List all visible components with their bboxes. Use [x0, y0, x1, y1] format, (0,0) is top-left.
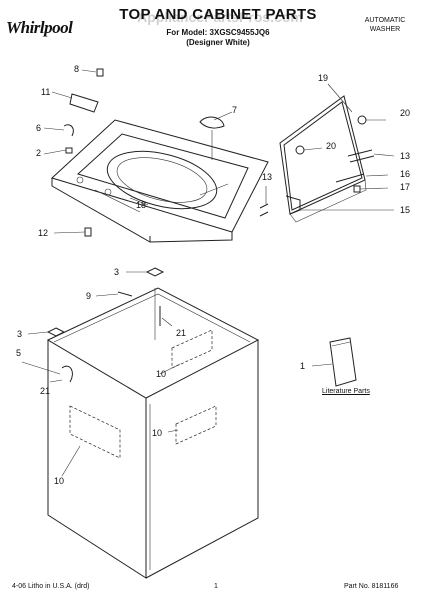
callout-20-left: 20	[326, 141, 337, 151]
callout-13-right: 13	[400, 151, 411, 161]
brand-logo: Whirlpool	[6, 18, 73, 37]
leader-lines	[21, 69, 395, 477]
product-type-line-2: WASHER	[369, 26, 401, 33]
callout-9: 9	[86, 291, 92, 301]
callout-6: 6	[36, 123, 42, 133]
washer-cabinet	[46, 287, 260, 579]
color-variant: (Designer White)	[186, 38, 250, 47]
product-type: AUTOMATIC WASHER	[350, 16, 420, 34]
callout-21-side: 21	[40, 386, 51, 396]
callout-2: 2	[36, 148, 42, 158]
literature-parts-label: Literature Parts	[322, 388, 370, 395]
callout-10-front: 10	[54, 476, 65, 486]
product-type-line-1: AUTOMATIC	[364, 17, 406, 24]
callout-17: 17	[400, 182, 411, 192]
hardware-parts	[46, 68, 375, 383]
callout-15: 15	[400, 205, 411, 215]
literature-booklet	[329, 337, 357, 387]
model-number: For Model: 3XGSC9455JQ6	[166, 28, 270, 37]
callout-7: 7	[232, 105, 238, 115]
footer-part-number: Part No. 8181166	[344, 583, 399, 590]
footer-page-number: 1	[214, 583, 218, 590]
insulation-pads	[69, 329, 217, 459]
washer-top-assembly	[51, 119, 269, 243]
washer-lid	[279, 95, 367, 223]
callout-3-top: 3	[114, 267, 120, 277]
callout-8: 8	[74, 64, 80, 74]
callout-5: 5	[16, 348, 22, 358]
callout-16: 16	[400, 169, 411, 179]
callout-18: 18	[136, 200, 147, 210]
callout-12: 12	[38, 228, 49, 238]
callout-1: 1	[300, 361, 306, 371]
callout-20-right: 20	[400, 108, 411, 118]
footer-litho: 4-06 Litho in U.S.A. (drd)	[12, 583, 90, 590]
callout-10-right: 10	[152, 428, 163, 438]
callout-3-left: 3	[17, 329, 23, 339]
callout-10-rear: 10	[156, 369, 167, 379]
callout-11: 11	[41, 87, 51, 97]
callout-19: 19	[318, 73, 329, 83]
page-title: TOP AND CABINET PARTS	[119, 6, 317, 23]
callout-13-left: 13	[262, 172, 273, 182]
watermark: AppliancePartsPros.com	[137, 9, 303, 25]
callout-21-cabinet: 21	[176, 328, 187, 338]
